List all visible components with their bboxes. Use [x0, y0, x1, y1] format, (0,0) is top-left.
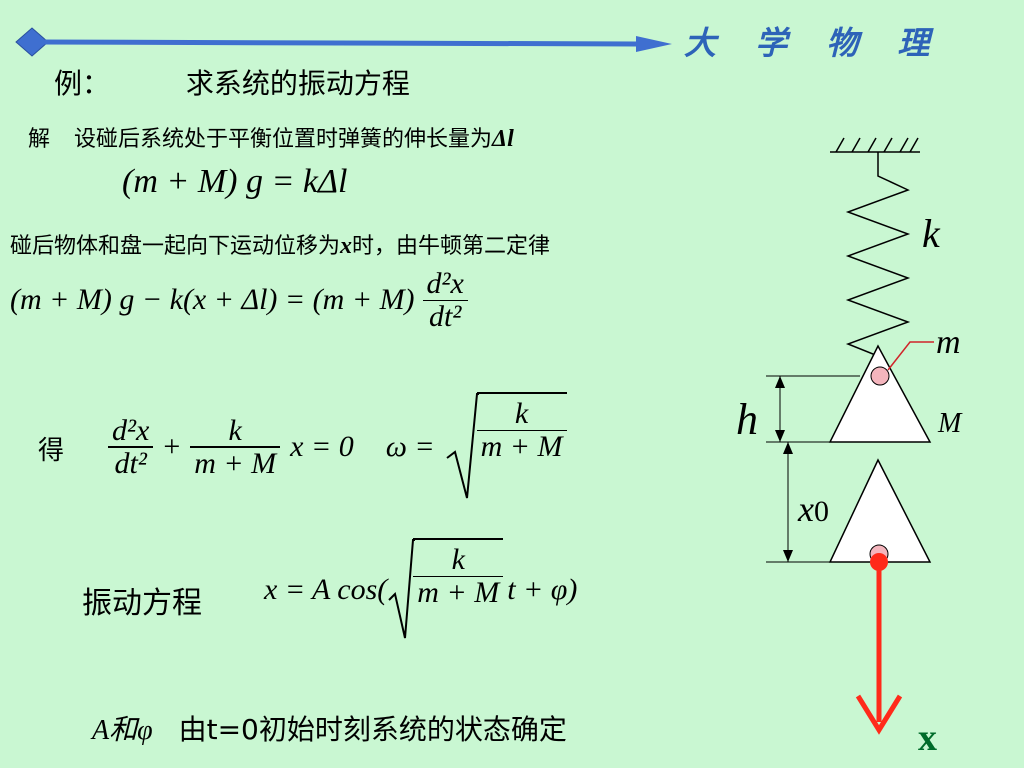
- example-label: 例：: [54, 67, 111, 100]
- newton-num: d²x: [426, 267, 464, 300]
- footer-vars: A和φ: [92, 715, 153, 746]
- x-axis-label: x: [918, 717, 937, 759]
- header-rule: [0, 0, 1024, 80]
- solution-line: 解 设碰后系统处于平衡位置时弹簧的伸长量为Δl: [28, 121, 514, 153]
- diff-frac2: k m + M: [190, 413, 281, 480]
- equation-newton: (m + M) g − k(x + Δl) = (m + M) d²x dt²: [10, 268, 468, 333]
- diff-frac1-den: dt²: [114, 446, 147, 480]
- omega-sqrt: k m + M: [445, 392, 567, 502]
- m-label: m: [936, 324, 961, 361]
- footer-text: 由t=0初始时刻系统的状态确定: [178, 713, 567, 746]
- example-line: 例： 求系统的振动方程: [54, 62, 410, 102]
- omega-sqrt-num: k: [514, 397, 529, 430]
- spring-mass-figure: k m M h x0 x: [730, 130, 1024, 768]
- equation-equilibrium: (m + M) g = kΔl: [122, 163, 348, 200]
- diff-frac2-den: m + M: [194, 446, 277, 480]
- x0-sub: 0: [813, 495, 829, 528]
- solution-label: 解: [28, 127, 51, 152]
- h-label: h: [736, 395, 758, 444]
- x0-label: x0: [798, 488, 829, 530]
- x0-var: x: [798, 489, 814, 529]
- ceiling-hatch: [830, 137, 920, 153]
- motion-var: x: [340, 233, 353, 259]
- x-axis-origin: [870, 553, 888, 571]
- equation-differential: d²x dt² + k m + M x = 0 ω = k m + M: [108, 392, 567, 502]
- vibration-sqrt-num: k: [451, 543, 465, 576]
- motion-text: 碰后物体和盘一起向下运动位移为: [10, 234, 341, 259]
- mass-leader: [887, 341, 934, 371]
- x-axis-arrowhead: [855, 694, 903, 735]
- motion-text2: 时，由牛顿第二定律: [352, 234, 551, 259]
- omega-label: ω =: [385, 430, 435, 463]
- vibration-label: 振动方程: [82, 586, 202, 621]
- delta-l: Δl: [492, 126, 514, 152]
- course-title: 大 学 物 理: [684, 24, 944, 62]
- mass-small: [870, 366, 890, 386]
- vibration-sqrt: k m + M: [387, 538, 504, 642]
- newton-den: dt²: [429, 300, 462, 333]
- k-label: k: [922, 211, 940, 256]
- solution-text: 设碰后系统处于平衡位置时弹簧的伸长量为: [74, 127, 493, 152]
- vibration-lhs: x = A cos(: [264, 573, 388, 606]
- newton-lhs: (m + M) g − k(x + Δl) = (m + M): [10, 283, 415, 317]
- result-label: 得: [38, 436, 65, 466]
- spring: [845, 152, 911, 370]
- M-label: M: [938, 408, 962, 439]
- newton-fraction: d²x dt²: [422, 267, 468, 333]
- equation-vibration: x = A cos( k m + M t + φ): [264, 538, 577, 642]
- omega-sqrt-den: m + M: [480, 430, 563, 463]
- diff-frac2-num: k: [228, 413, 242, 447]
- example-problem: 求系统的振动方程: [185, 67, 410, 100]
- diff-frac1: d²x dt²: [108, 413, 154, 480]
- diff-plus: +: [163, 430, 181, 463]
- pan: [828, 344, 932, 443]
- motion-line: 碰后物体和盘一起向下运动位移为x时，由牛顿第二定律: [10, 228, 550, 260]
- vibration-rest: t + φ): [507, 573, 578, 606]
- footer-line: A和φ 由t=0初始时刻系统的状态确定: [92, 708, 567, 748]
- diff-frac1-num: d²x: [112, 413, 150, 447]
- diff-rest: x = 0: [290, 430, 354, 463]
- vibration-sqrt-den: m + M: [417, 576, 500, 609]
